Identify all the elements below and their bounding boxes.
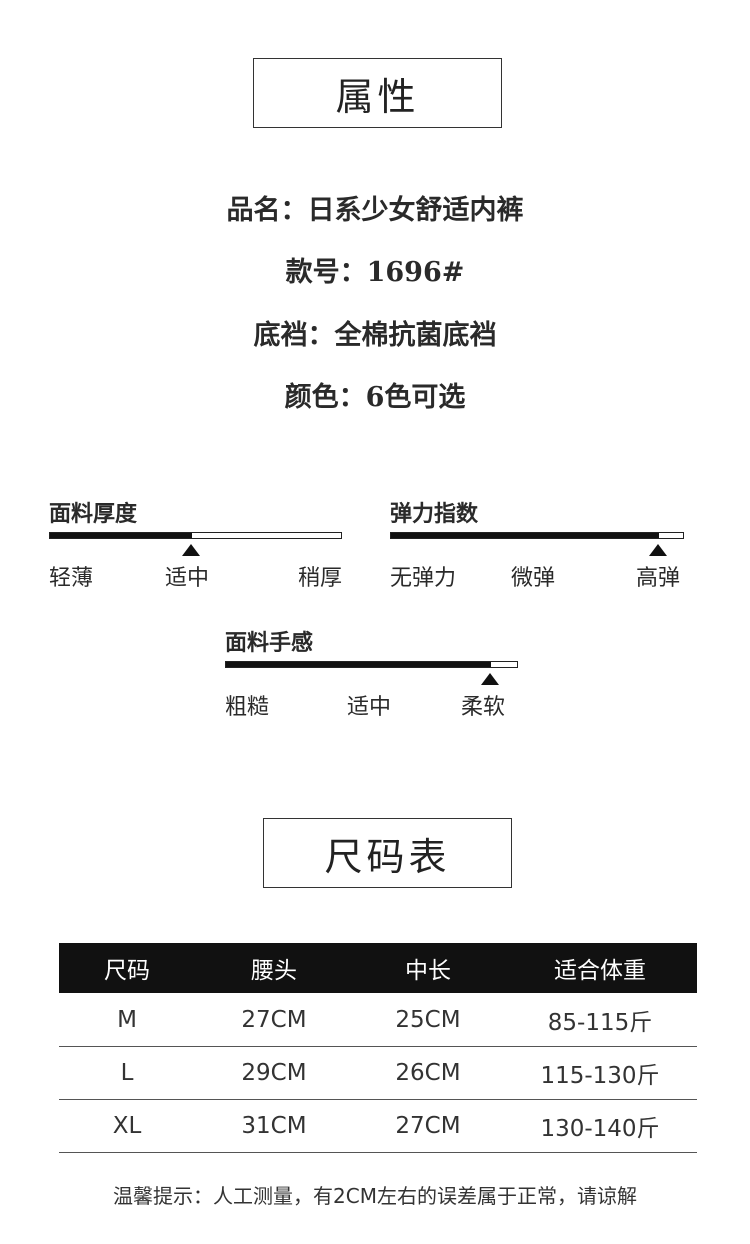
meter-marker-icon	[649, 544, 667, 556]
meter-marker-icon	[182, 544, 200, 556]
product-name: 品名：日系少女舒适内裤	[226, 195, 524, 226]
meter-label: 面料手感	[225, 630, 314, 656]
header-size: 尺码	[104, 958, 150, 984]
header-length: 中长	[405, 958, 451, 984]
meter-marker-icon	[481, 673, 499, 685]
meter-fill	[50, 533, 192, 538]
meter-fabric-thickness: 面料厚度 轻薄 适中 稍厚	[49, 496, 342, 596]
meter-fabric-feel: 面料手感 粗糙 适中 柔软	[225, 625, 518, 725]
crotch-material: 底裆：全棉抗菌底裆	[253, 320, 497, 351]
meter-scale-high: 稍厚	[297, 566, 342, 591]
cell-waist: 29CM	[241, 1060, 307, 1086]
header-weight: 适合体重	[554, 958, 646, 984]
cell-length: 27CM	[395, 1113, 461, 1139]
cell-size: M	[117, 1006, 137, 1033]
size-chart-title: 尺码表	[263, 818, 512, 888]
size-table: 尺码 腰头 中长 适合体重 M 27CM 25CM 85-115斤 L 29CM…	[59, 943, 697, 1153]
table-row: L 29CM 26CM 115-130斤	[59, 1047, 697, 1100]
cell-length: 26CM	[395, 1060, 461, 1086]
meter-track	[49, 532, 342, 539]
style-number: 款号：1696#	[285, 257, 465, 288]
meter-scale-mid: 微弹	[511, 566, 556, 591]
cell-waist: 27CM	[241, 1006, 307, 1033]
cell-weight: 85-115斤	[547, 1009, 653, 1036]
meter-scale-high: 高弹	[635, 566, 680, 591]
cell-weight: 130-140斤	[540, 1116, 660, 1142]
meter-scale-low: 轻薄	[49, 566, 94, 591]
cell-waist: 31CM	[241, 1113, 307, 1139]
size-note: 温馨提示：人工测量，有2CM左右的误差属于正常，请谅解	[113, 1184, 637, 1208]
meter-scale-mid: 适中	[165, 566, 210, 591]
cell-size: XL	[112, 1113, 142, 1139]
meter-track	[390, 532, 684, 539]
cell-size: L	[120, 1060, 134, 1086]
meter-label: 弹力指数	[390, 501, 479, 527]
meter-scale-high: 柔软	[461, 695, 506, 720]
meter-scale-low: 粗糙	[225, 695, 270, 720]
size-table-header: 尺码 腰头 中长 适合体重	[59, 943, 697, 993]
cell-length: 25CM	[395, 1006, 461, 1033]
cell-weight: 115-130斤	[540, 1063, 660, 1089]
attributes-title: 属性	[253, 58, 502, 128]
meter-track	[225, 661, 518, 668]
meter-fill	[391, 533, 659, 538]
meter-scale-mid: 适中	[347, 695, 392, 720]
meter-label: 面料厚度	[49, 501, 138, 527]
table-row: M 27CM 25CM 85-115斤	[59, 993, 697, 1047]
meter-scale-low: 无弹力	[390, 566, 457, 591]
color-options: 颜色：6色可选	[284, 382, 466, 413]
header-waist: 腰头	[251, 958, 297, 984]
table-row: XL 31CM 27CM 130-140斤	[59, 1100, 697, 1153]
meter-elasticity: 弹力指数 无弹力 微弹 高弹	[390, 496, 684, 596]
meter-fill	[226, 662, 491, 667]
